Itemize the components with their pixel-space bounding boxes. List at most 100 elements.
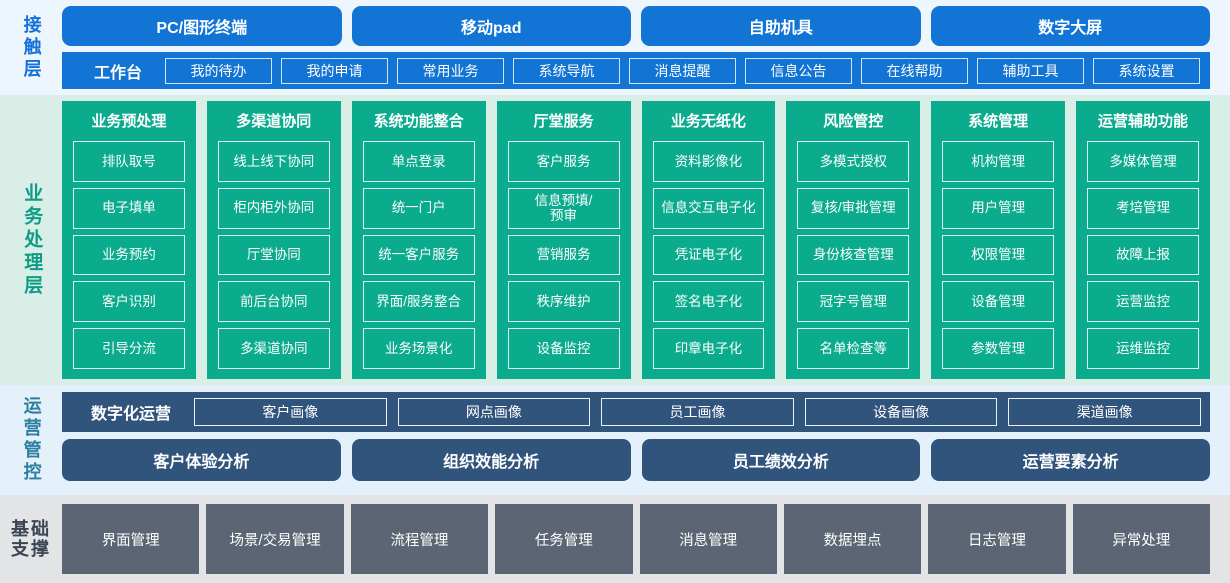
business-item[interactable]: 厅堂协同: [217, 234, 330, 276]
business-item[interactable]: 秩序维护: [507, 281, 620, 323]
business-item[interactable]: 运营监控: [1087, 281, 1199, 323]
workbench-item[interactable]: 辅助工具: [977, 57, 1085, 84]
business-item[interactable]: 排队取号: [73, 141, 185, 182]
channel-button[interactable]: 移动pad: [351, 6, 631, 46]
layer-label-operations-text: 运营管控: [21, 396, 42, 484]
channel-button[interactable]: 自助机具: [641, 6, 921, 46]
business-item[interactable]: 线上线下协同: [217, 141, 330, 182]
layer-label-foundation-text: 基础 支撑: [11, 518, 51, 559]
business-item[interactable]: 客户识别: [73, 281, 185, 323]
business-item[interactable]: 考培管理: [1087, 187, 1199, 229]
portrait-item[interactable]: 员工画像: [601, 398, 794, 426]
analysis-item[interactable]: 运营要素分析: [931, 439, 1210, 481]
channel-button[interactable]: PC/图形终端: [62, 6, 342, 46]
digital-operations-row: 数字化运营 客户画像网点画像员工画像设备画像渠道画像: [62, 392, 1210, 432]
business-column: 多渠道协同线上线下协同柜内柜外协同厅堂协同前后台协同多渠道协同: [206, 101, 341, 379]
workbench-item[interactable]: 系统设置: [1093, 57, 1201, 84]
business-item[interactable]: 机构管理: [942, 141, 1055, 182]
digital-operations-title: 数字化运营: [91, 406, 172, 423]
business-column-title: 系统管理: [968, 113, 1029, 130]
foundation-item[interactable]: 数据埋点: [783, 504, 922, 574]
layer-operations: 运营管控 数字化运营 客户画像网点画像员工画像设备画像渠道画像 客户体验分析组织…: [0, 385, 1230, 495]
workbench-item[interactable]: 常用业务: [397, 57, 505, 84]
business-item[interactable]: 信息预填/ 预审: [507, 187, 620, 229]
layer-label-business-text: 业务处理层: [21, 182, 43, 298]
business-column-title: 系统功能整合: [373, 113, 464, 130]
business-item[interactable]: 电子填单: [73, 187, 185, 229]
business-item[interactable]: 参数管理: [942, 328, 1055, 369]
workbench-item[interactable]: 在线帮助: [861, 57, 969, 84]
business-item[interactable]: 多媒体管理: [1087, 141, 1199, 182]
business-column-title: 厅堂服务: [533, 113, 594, 130]
workbench-item[interactable]: 消息提醒: [629, 57, 737, 84]
business-item[interactable]: 资料影像化: [652, 141, 765, 182]
workbench-item[interactable]: 我的待办: [165, 57, 273, 84]
business-item[interactable]: 前后台协同: [217, 281, 330, 323]
portrait-item[interactable]: 客户画像: [194, 398, 387, 426]
foundation-item[interactable]: 场景/交易管理: [206, 504, 344, 574]
business-column: 风险管控多模式授权复核/审批管理身份核查管理冠字号管理名单检查等: [786, 101, 921, 379]
business-item[interactable]: 复核/审批管理: [797, 187, 910, 229]
business-item[interactable]: 营销服务: [507, 234, 620, 276]
business-item[interactable]: 印章电子化: [652, 328, 765, 369]
foundation-item[interactable]: 异常处理: [1072, 504, 1210, 574]
analysis-item[interactable]: 员工绩效分析: [641, 439, 921, 481]
portrait-item[interactable]: 网点画像: [397, 398, 591, 426]
foundation-item[interactable]: 流程管理: [350, 504, 489, 574]
foundation-item[interactable]: 任务管理: [495, 504, 633, 574]
portrait-item[interactable]: 渠道画像: [1008, 398, 1201, 426]
business-column: 运营辅助功能多媒体管理考培管理故障上报运营监控运维监控: [1076, 101, 1210, 379]
foundation-item[interactable]: 日志管理: [928, 504, 1066, 574]
business-item[interactable]: 设备监控: [507, 328, 620, 369]
workbench-row: 工作台 我的待办我的申请常用业务系统导航消息提醒信息公告在线帮助辅助工具系统设置: [62, 52, 1210, 89]
layer-business: 业务处理层 业务预处理排队取号电子填单业务预约客户识别引导分流多渠道协同线上线下…: [0, 95, 1230, 385]
business-column-title: 风险管控: [823, 113, 884, 130]
workbench-title: 工作台: [94, 64, 143, 82]
layer-label-operations: 运营管控: [0, 392, 62, 488]
business-item[interactable]: 多渠道协同: [217, 328, 330, 369]
business-item[interactable]: 凭证电子化: [652, 234, 765, 276]
business-column: 系统管理机构管理用户管理权限管理设备管理参数管理: [931, 101, 1066, 379]
business-column-title: 多渠道协同: [236, 113, 312, 130]
business-item[interactable]: 身份核查管理: [797, 234, 910, 276]
business-item[interactable]: 引导分流: [73, 328, 185, 369]
business-item[interactable]: 用户管理: [942, 187, 1055, 229]
workbench-item[interactable]: 系统导航: [513, 57, 621, 84]
business-item[interactable]: 业务预约: [73, 234, 185, 276]
business-item[interactable]: 客户服务: [507, 141, 620, 182]
business-item[interactable]: 故障上报: [1087, 234, 1199, 276]
business-item[interactable]: 多模式授权: [797, 141, 910, 182]
business-item[interactable]: 单点登录: [362, 141, 475, 182]
workbench-item[interactable]: 我的申请: [281, 57, 389, 84]
portrait-items: 客户画像网点画像员工画像设备画像渠道画像: [194, 398, 1201, 426]
analysis-item[interactable]: 客户体验分析: [62, 439, 341, 481]
business-item[interactable]: 统一门户: [362, 187, 475, 229]
business-item[interactable]: 名单检查等: [797, 328, 910, 369]
workbench-item[interactable]: 信息公告: [745, 57, 853, 84]
business-item[interactable]: 运维监控: [1087, 328, 1199, 369]
business-item[interactable]: 业务场景化: [362, 328, 475, 369]
layer-foundation: 基础 支撑 界面管理场景/交易管理流程管理任务管理消息管理数据埋点日志管理异常处…: [0, 495, 1230, 583]
business-item[interactable]: 设备管理: [942, 281, 1055, 323]
business-item[interactable]: 冠字号管理: [797, 281, 910, 323]
business-item[interactable]: 信息交互电子化: [652, 187, 765, 229]
business-item[interactable]: 统一客户服务: [362, 234, 475, 276]
layer-operations-body: 数字化运营 客户画像网点画像员工画像设备画像渠道画像 客户体验分析组织效能分析员…: [62, 392, 1230, 488]
business-column: 业务无纸化资料影像化信息交互电子化凭证电子化签名电子化印章电子化: [641, 101, 776, 379]
business-item[interactable]: 权限管理: [942, 234, 1055, 276]
layer-label-business: 业务处理层: [0, 101, 62, 379]
business-column: 业务预处理排队取号电子填单业务预约客户识别引导分流: [62, 101, 196, 379]
foundation-item[interactable]: 界面管理: [62, 504, 200, 574]
business-item[interactable]: 柜内柜外协同: [217, 187, 330, 229]
business-column-title: 业务预处理: [91, 113, 167, 130]
portrait-item[interactable]: 设备画像: [804, 398, 998, 426]
analysis-item[interactable]: 组织效能分析: [351, 439, 631, 481]
business-column-title: 运营辅助功能: [1098, 113, 1189, 130]
business-item[interactable]: 签名电子化: [652, 281, 765, 323]
workbench-items: 我的待办我的申请常用业务系统导航消息提醒信息公告在线帮助辅助工具系统设置: [165, 57, 1201, 84]
business-item[interactable]: 界面/服务整合: [362, 281, 475, 323]
channel-button[interactable]: 数字大屏: [930, 6, 1210, 46]
foundation-item[interactable]: 消息管理: [639, 504, 777, 574]
